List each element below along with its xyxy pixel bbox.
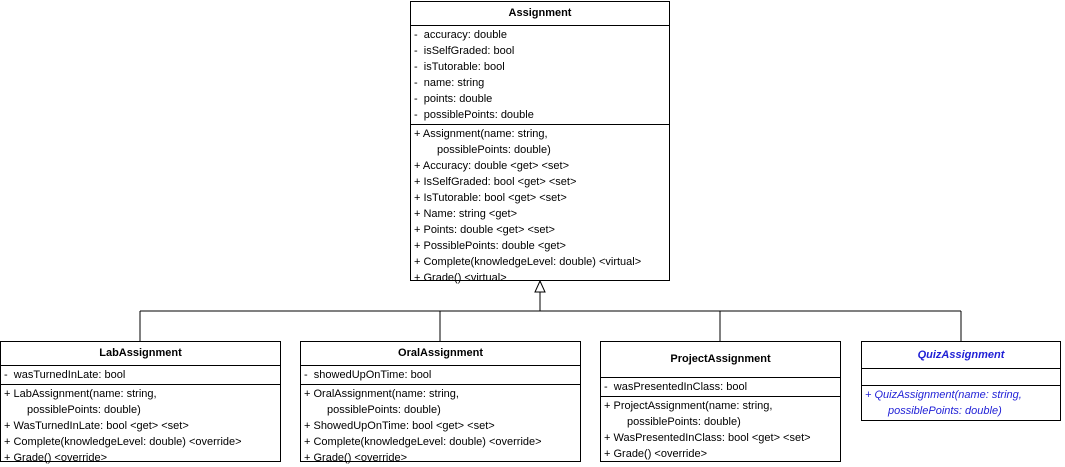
method-continuation: possiblePoints: double): [627, 416, 741, 428]
method-continuation: possiblePoints: double): [888, 405, 1002, 417]
method: + WasPresentedInClass: bool <get> <set>: [604, 432, 811, 444]
method: + Grade() <override>: [4, 452, 108, 464]
method: + Grade() <virtual>: [414, 272, 507, 284]
class-lab-assignment[interactable]: LabAssignment - wasTurnedInLate: bool + …: [0, 341, 281, 464]
method: + PossiblePoints: double <get>: [414, 240, 566, 252]
method: + Grade() <override>: [604, 448, 708, 460]
method: + Complete(knowledgeLevel: double) <over…: [4, 436, 242, 448]
methods-compartment: + OralAssignment(name: string, possibleP…: [301, 385, 580, 467]
method: + Grade() <override>: [304, 452, 408, 464]
method-continuation: possiblePoints: double): [27, 404, 141, 416]
class-oral-assignment[interactable]: OralAssignment - showedUpOnTime: bool + …: [300, 341, 581, 464]
class-assignment[interactable]: Assignment - accuracy: double - isSelfGr…: [410, 1, 670, 284]
method-continuation: possiblePoints: double): [327, 404, 441, 416]
method: + WasTurnedInLate: bool <get> <set>: [4, 420, 189, 432]
class-project-assignment[interactable]: ProjectAssignment - wasPresentedInClass:…: [600, 341, 841, 462]
attribute: - accuracy: double: [414, 29, 507, 41]
method: + QuizAssignment(name: string,: [865, 389, 1022, 401]
class-name: QuizAssignment: [862, 342, 1060, 369]
class-name: OralAssignment: [301, 342, 580, 366]
attributes-compartment: - accuracy: double - isSelfGraded: bool …: [411, 26, 669, 125]
attributes-compartment: [862, 369, 1060, 386]
attribute: - isSelfGraded: bool: [414, 45, 515, 57]
attribute: - isTutorable: bool: [414, 61, 505, 73]
method: + LabAssignment(name: string,: [4, 388, 157, 400]
method: + Name: string <get>: [414, 208, 518, 220]
method: + IsTutorable: bool <get> <set>: [414, 192, 567, 204]
methods-compartment: + LabAssignment(name: string, possiblePo…: [1, 385, 280, 467]
attributes-compartment: - showedUpOnTime: bool: [301, 366, 580, 385]
methods-compartment: + Assignment(name: string, possiblePoint…: [411, 125, 669, 287]
class-name: LabAssignment: [1, 342, 280, 366]
class-name: Assignment: [411, 2, 669, 26]
attribute: - wasTurnedInLate: bool: [4, 369, 126, 381]
attribute: - points: double: [414, 93, 493, 105]
method: + Complete(knowledgeLevel: double) <over…: [304, 436, 542, 448]
method: + ShowedUpOnTime: bool <get> <set>: [304, 420, 495, 432]
inheritance-arrowhead-icon: [534, 279, 546, 293]
class-quiz-assignment[interactable]: QuizAssignment + QuizAssignment(name: st…: [861, 341, 1061, 421]
attribute: - possiblePoints: double: [414, 109, 534, 121]
method: + ProjectAssignment(name: string,: [604, 400, 773, 412]
attribute: - showedUpOnTime: bool: [304, 369, 432, 381]
attribute: - name: string: [414, 77, 485, 89]
methods-compartment: + QuizAssignment(name: string, possibleP…: [862, 386, 1060, 420]
method: + IsSelfGraded: bool <get> <set>: [414, 176, 577, 188]
class-name: ProjectAssignment: [601, 342, 840, 378]
method: + Complete(knowledgeLevel: double) <virt…: [414, 256, 642, 268]
attributes-compartment: - wasTurnedInLate: bool: [1, 366, 280, 385]
method: + Points: double <get> <set>: [414, 224, 555, 236]
method-continuation: possiblePoints: double): [437, 144, 551, 156]
attributes-compartment: - wasPresentedInClass: bool: [601, 378, 840, 397]
attribute: - wasPresentedInClass: bool: [604, 381, 748, 393]
method: + OralAssignment(name: string,: [304, 388, 459, 400]
method: + Accuracy: double <get> <set>: [414, 160, 570, 172]
method: + Assignment(name: string,: [414, 128, 548, 140]
methods-compartment: + ProjectAssignment(name: string, possib…: [601, 397, 840, 463]
